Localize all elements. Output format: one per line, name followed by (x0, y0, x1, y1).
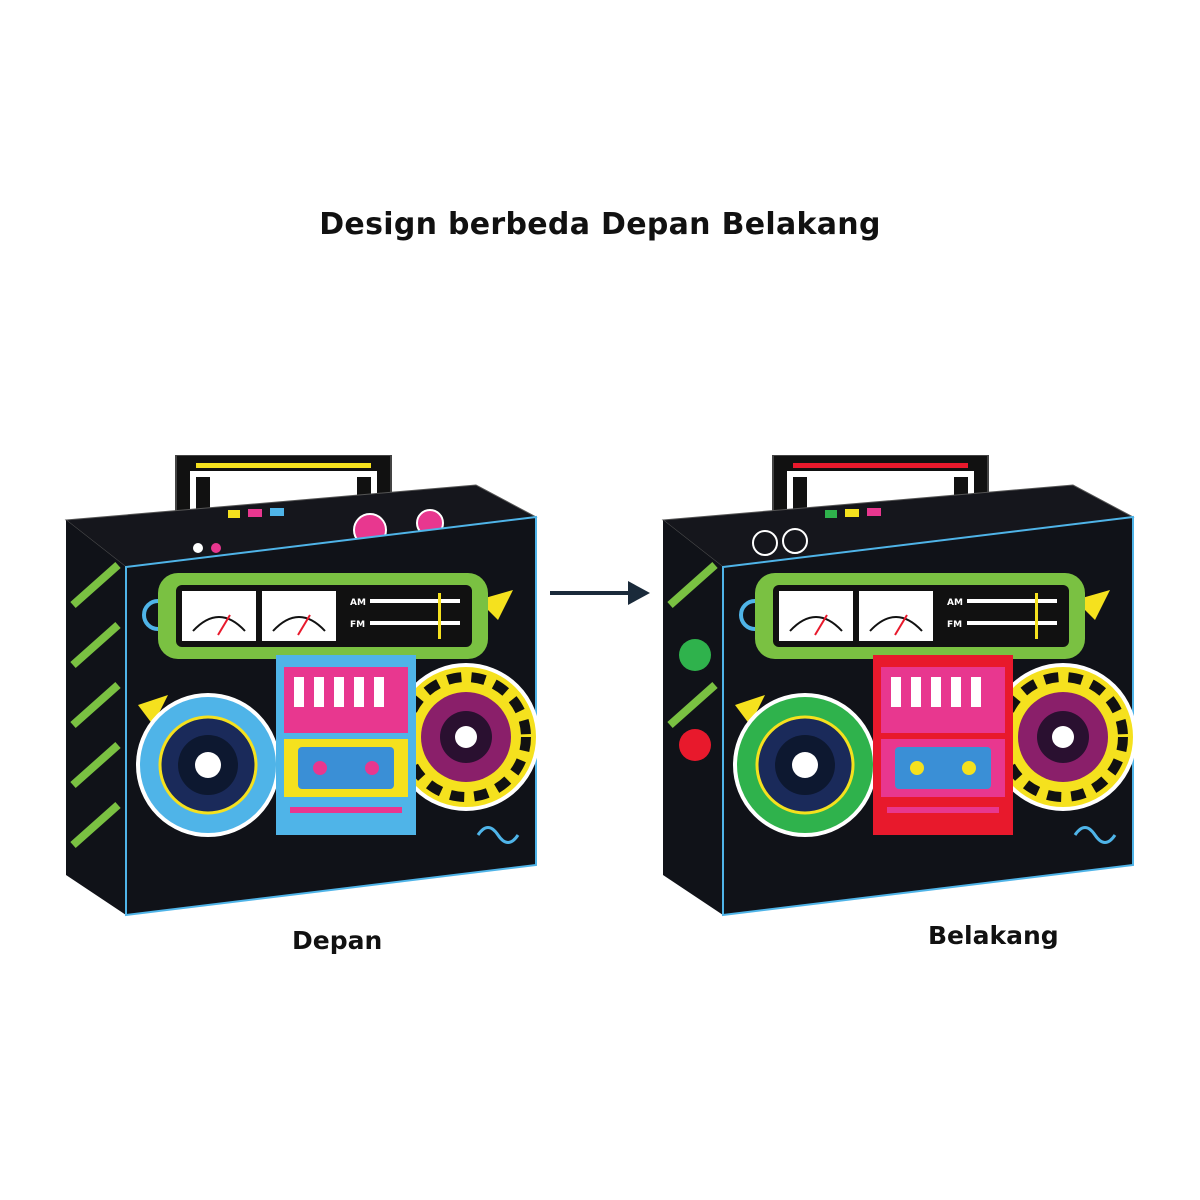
boombox-back-image: AM FM (655, 455, 1145, 925)
handle-stripe (793, 463, 968, 468)
box-side (663, 520, 723, 915)
tuner-fm-label: FM (947, 620, 962, 630)
boombox-front-image: AM FM (58, 455, 548, 925)
arrow-icon (548, 578, 652, 608)
tuner-fm-label: FM (350, 620, 365, 630)
front-caption: Depan (292, 926, 383, 955)
tuner-am-label: AM (350, 598, 366, 608)
back-caption: Belakang (928, 921, 1059, 950)
page-title: Design berbeda Depan Belakang (319, 207, 881, 242)
handle-stripe (196, 463, 371, 468)
tuner-am-label: AM (947, 598, 963, 608)
